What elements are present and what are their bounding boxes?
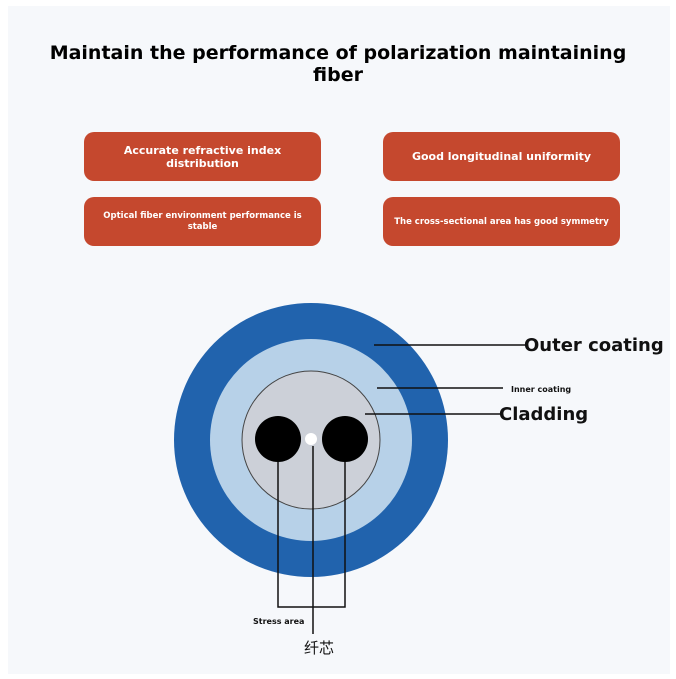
fiber-core-dot: [305, 433, 317, 445]
stress-rod-right: [322, 416, 368, 462]
feature-cross-section-symmetry: The cross-sectional area has good symmet…: [383, 197, 620, 246]
cladding-label: Cladding: [499, 404, 588, 425]
stress-area-label: Stress area: [253, 617, 304, 626]
feature-longitudinal-uniformity: Good longitudinal uniformity: [383, 132, 620, 181]
inner-coating-label: Inner coating: [511, 385, 571, 394]
feature-environment-performance: Optical fiber environment performance is…: [84, 197, 321, 246]
fiber-core-label: 纤芯: [304, 639, 334, 657]
feature-accurate-refractive-index: Accurate refractive index distribution: [84, 132, 321, 181]
stress-rod-left: [255, 416, 301, 462]
stress-area-bracket: [277, 462, 346, 608]
page-title: Maintain the performance of polarization…: [49, 42, 627, 86]
outer-coating-label: Outer coating: [524, 335, 664, 356]
